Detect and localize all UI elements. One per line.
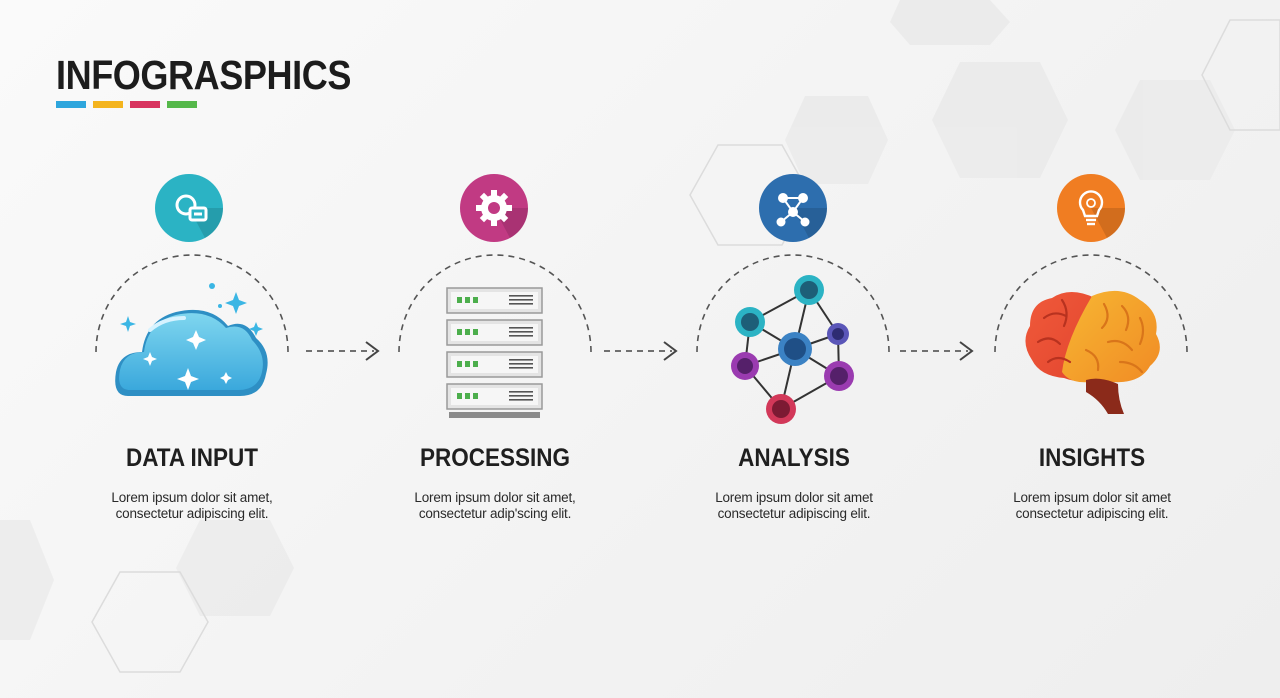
step-description-analysis: Lorem ipsum dolor sit amet consectetur a…	[674, 490, 914, 522]
dashed-arc-4	[994, 254, 1188, 353]
server-base	[449, 412, 540, 418]
cloud-icon	[115, 283, 268, 396]
node-graph-icon	[731, 275, 854, 424]
gear-dashboard-icon	[175, 194, 208, 222]
underline-segment-yellow	[93, 101, 123, 108]
step-badge-processing	[460, 174, 528, 242]
description-line: Lorem ipsum dolor sit amet	[1013, 490, 1171, 505]
server-unit	[446, 287, 543, 314]
server-rack-icon	[446, 287, 543, 418]
arrow-right-icon	[604, 341, 678, 361]
step-badge-data-input	[155, 174, 223, 242]
brain-icon	[1025, 290, 1160, 414]
lightbulb-icon	[1078, 190, 1104, 226]
dashed-arc-3	[696, 254, 890, 353]
step-badge-analysis	[759, 174, 827, 242]
description-line: Lorem ipsum dolor sit amet	[715, 490, 873, 505]
dashed-arc-2	[398, 254, 592, 353]
step-title-analysis: ANALYSIS	[738, 444, 850, 472]
description-line: Lorem ipsum dolor sit amet,	[111, 490, 273, 505]
arrow-right-icon	[306, 341, 380, 361]
page-title: INFOGRASPHICS	[56, 52, 351, 98]
server-unit	[446, 319, 543, 346]
gear-icon	[476, 190, 512, 226]
title-underline	[56, 101, 197, 108]
underline-segment-blue	[56, 101, 86, 108]
step-badge-insights	[1057, 174, 1125, 242]
network-nodes-icon	[776, 193, 810, 227]
description-line: consectetur adipiscing elit.	[115, 506, 269, 521]
description-line: consectetur adip'scing elit.	[418, 506, 572, 521]
arrow-right-icon	[900, 341, 974, 361]
underline-segment-green	[167, 101, 197, 108]
step-description-data-input: Lorem ipsum dolor sit amet, consectetur …	[72, 490, 312, 522]
server-unit	[446, 351, 543, 378]
step-description-processing: Lorem ipsum dolor sit amet, consectetur …	[375, 490, 615, 522]
server-unit	[446, 383, 543, 410]
description-line: consectetur adipiscing elit.	[1015, 506, 1169, 521]
description-line: consectetur adipiscing elit.	[717, 506, 871, 521]
underline-segment-red	[130, 101, 160, 108]
step-title-insights: INSIGHTS	[1038, 444, 1146, 472]
description-line: Lorem ipsum dolor sit amet,	[414, 490, 576, 505]
step-title-data-input: DATA INPUT	[125, 444, 259, 472]
dashed-arc-1	[95, 254, 289, 353]
step-description-insights: Lorem ipsum dolor sit amet consectetur a…	[972, 490, 1212, 522]
step-title-processing: PROCESSING	[419, 444, 571, 472]
